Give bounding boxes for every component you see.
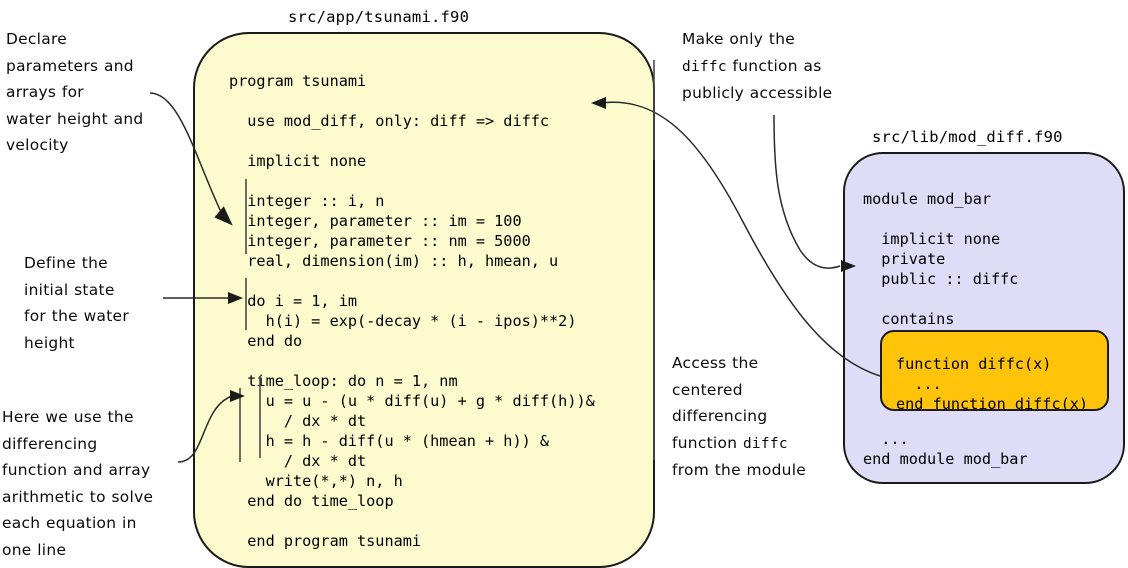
annotation-make-public-line3: publicly accessible [682, 84, 833, 102]
annotation-access-line2: centered [672, 380, 743, 399]
annotation-access-line5: from the module [672, 461, 807, 479]
annotation-make-public-line1: Make only the [682, 30, 796, 48]
annotation-access-line1: Access the [672, 354, 759, 372]
file-path-caption-mod-diff: src/lib/mod_diff.f90 [872, 128, 1063, 146]
code-block-function-diffc: function diffc(x) ... end function diffc… [896, 355, 1089, 414]
connector-make-public-to-public-line [773, 114, 841, 269]
code-panel-tsunami: program tsunami use mod_diff, only: diff… [193, 32, 655, 568]
annotation-differencing-function: Here we use the differencing function an… [2, 408, 154, 559]
annotation-define-initial-state: Define the initial state for the water h… [24, 254, 129, 352]
annotation-make-public-line2: function as [726, 56, 822, 75]
annotation-access-line4: function [672, 433, 743, 452]
annotation-declare-parameters: Declare parameters and arrays for water … [6, 30, 144, 154]
annotation-access-diffc: Access the centered differencing functio… [672, 350, 837, 484]
code-block-tsunami: program tsunami use mod_diff, only: diff… [229, 72, 595, 551]
annotation-make-public-mono: diffc [682, 58, 727, 75]
highlighted-function-box-diffc: function diffc(x) ... end function diffc… [880, 330, 1109, 414]
file-path-caption-tsunami: src/app/tsunami.f90 [288, 8, 470, 26]
annotation-access-line3: differencing [672, 407, 768, 425]
code-block-mod-diff: module mod_bar implicit none private pub… [863, 190, 1028, 469]
annotation-make-public: Make only the diffc function as publicly… [682, 26, 872, 107]
annotation-access-mono: diffc [742, 435, 788, 452]
code-panel-mod-diff: module mod_bar implicit none private pub… [843, 152, 1125, 484]
